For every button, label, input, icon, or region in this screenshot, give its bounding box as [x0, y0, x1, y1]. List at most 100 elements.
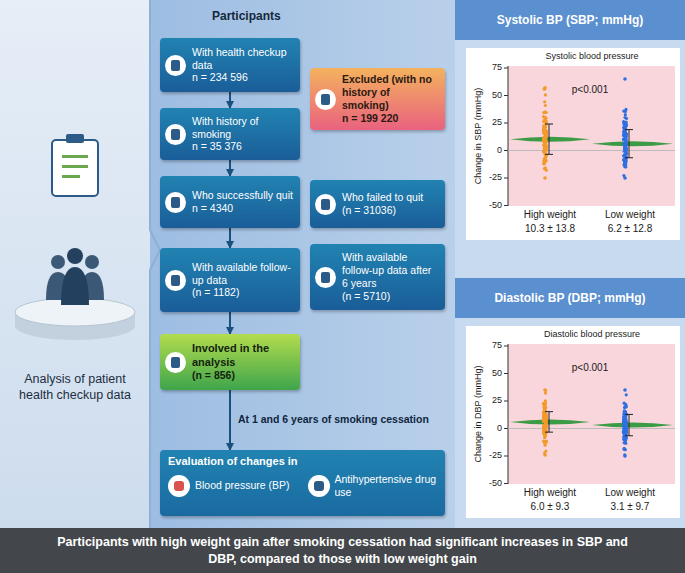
tick-label: 50	[492, 90, 502, 101]
data-point	[542, 111, 545, 114]
data-point	[625, 135, 628, 138]
clipboard-line	[62, 175, 80, 178]
data-point	[544, 93, 547, 96]
tick-mark	[504, 95, 508, 96]
data-point	[625, 405, 628, 408]
panel-chevron	[150, 0, 160, 528]
box-heading: Evaluation of changes in	[168, 455, 437, 467]
item: Blood pressure (BP)	[168, 473, 298, 498]
person-head	[85, 255, 99, 269]
data-point	[622, 154, 625, 157]
flow-box: Involved in the analysis(n = 856)	[160, 334, 300, 390]
error-cap	[625, 129, 633, 130]
error-cap	[625, 157, 633, 158]
bottom-band	[0, 528, 685, 573]
flow-box: With available follow-up data(n = 1182)	[160, 248, 300, 312]
icon-glyph	[321, 199, 330, 210]
box-icon	[165, 124, 186, 145]
item: Antihypertensive drug use	[308, 473, 438, 498]
tick-mark	[504, 401, 508, 402]
data-point	[625, 123, 628, 126]
middle-panel	[150, 0, 455, 528]
left-panel	[0, 0, 150, 528]
flow-box: With history of smokingn = 35 376	[160, 108, 300, 160]
error-bar	[549, 412, 550, 432]
data-point	[622, 154, 625, 157]
box-icon	[165, 352, 186, 373]
tick-mark	[504, 205, 508, 206]
box-count: n = 4340	[192, 202, 294, 215]
tick-label: 25	[492, 395, 502, 406]
flow-arrow	[229, 228, 231, 248]
violin-shape	[592, 423, 673, 428]
data-point	[622, 132, 625, 135]
tick-mark	[504, 373, 508, 374]
icon-glyph	[171, 357, 180, 368]
icon-glyph	[171, 197, 180, 208]
data-point	[544, 104, 547, 107]
tick-label: 0	[497, 423, 502, 434]
data-point	[544, 135, 547, 138]
group-stat: 6.2 ± 12.8	[608, 223, 652, 235]
box-text: Who successfully quit	[192, 189, 294, 202]
data-point	[623, 150, 626, 153]
data-point	[543, 425, 546, 428]
data-point	[544, 166, 547, 169]
error-cap	[625, 435, 633, 436]
box-text: Who failed to quit	[342, 191, 439, 204]
data-point	[544, 418, 547, 421]
item-icon	[168, 475, 190, 497]
data-point	[543, 176, 547, 180]
data-point	[544, 117, 547, 120]
tick-mark	[504, 428, 508, 429]
group-name: Low weight	[605, 487, 655, 499]
data-point	[543, 433, 546, 436]
data-point	[624, 419, 627, 422]
violin-shape	[510, 137, 590, 142]
clipboard-icon	[52, 140, 98, 196]
flow-box: Evaluation of changes in Blood pressure (…	[160, 450, 445, 516]
data-point	[623, 432, 626, 435]
item-glyph	[314, 481, 324, 491]
error-cap	[545, 432, 553, 433]
data-point	[544, 391, 547, 394]
data-point	[544, 140, 547, 143]
item-row: Blood pressure (BP) Antihypertensive drug…	[168, 473, 437, 498]
tick-mark	[504, 68, 508, 69]
group-name: High weight	[524, 487, 576, 499]
tick-label: 50	[492, 368, 502, 379]
group-stat: 6.0 ± 9.3	[531, 501, 570, 513]
box-text: Involved in the analysis	[192, 342, 294, 369]
tick-label: -50	[489, 200, 502, 211]
data-point	[625, 143, 628, 146]
box-icon	[165, 270, 186, 291]
tick-mark	[504, 150, 508, 151]
plot-area	[508, 344, 675, 484]
box-text: Excluded (with no history of smoking)	[342, 73, 439, 111]
violin-shape	[592, 141, 673, 146]
tick-label: -50	[489, 478, 502, 489]
data-point	[623, 447, 626, 450]
panel-caption: Analysis of patient health checkup data	[0, 372, 150, 403]
data-point	[542, 132, 545, 135]
data-point	[623, 423, 626, 426]
box-count: (n = 1182)	[192, 286, 294, 299]
data-point	[543, 442, 546, 445]
right-panel	[455, 0, 685, 528]
icon-glyph	[171, 275, 180, 286]
flow-arrow	[229, 160, 231, 176]
data-point	[542, 429, 545, 432]
chart-header: Systolic BP (SBP; mmHg)	[455, 0, 685, 40]
tick-label: -25	[489, 172, 502, 183]
data-point	[543, 167, 546, 170]
group-name: High weight	[524, 209, 576, 221]
data-point	[624, 110, 627, 113]
flow-arrow	[229, 92, 231, 108]
data-point	[624, 140, 627, 143]
data-point	[543, 158, 546, 161]
edge-label: At 1 and 6 years of smoking cessation	[238, 413, 429, 425]
tick-mark	[504, 346, 508, 347]
data-point	[625, 426, 628, 429]
p-value: p<0.001	[572, 362, 608, 374]
data-point	[545, 140, 548, 143]
